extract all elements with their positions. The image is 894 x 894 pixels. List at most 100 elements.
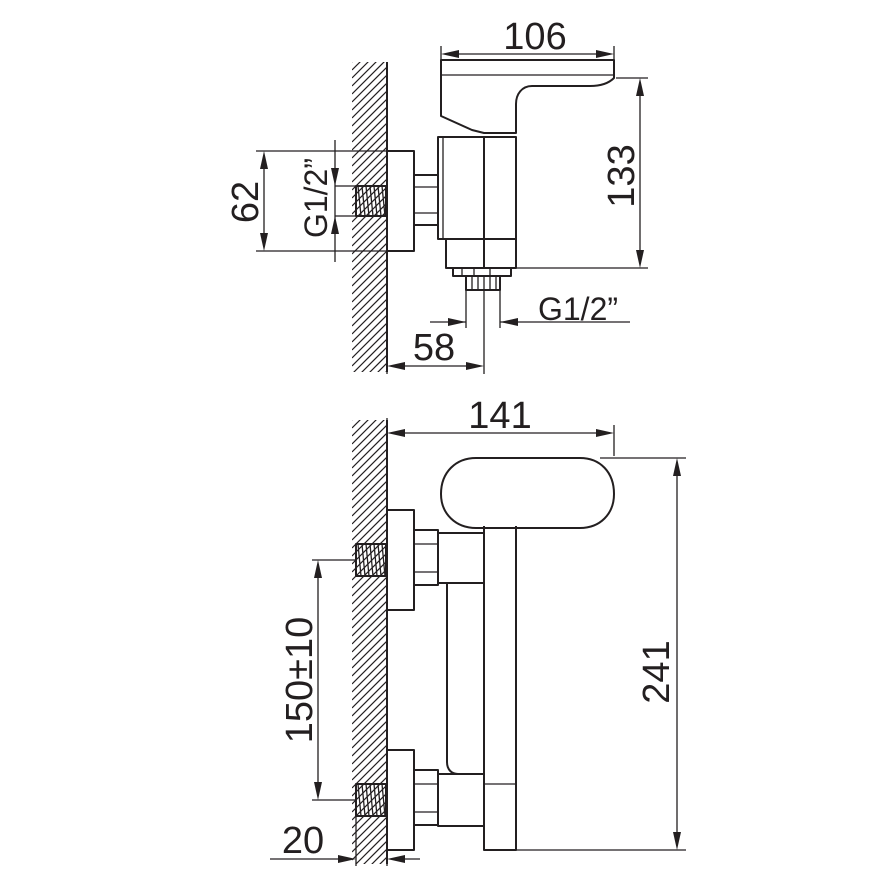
hatch-line: [352, 113, 388, 151]
hatch-line: [352, 567, 388, 605]
hatch-line: [352, 129, 388, 167]
thread-line: [361, 784, 366, 816]
hatch-line: [352, 687, 388, 725]
lower-flange: [386, 749, 415, 851]
hatch-line: [352, 639, 388, 677]
hatch-line: [352, 439, 388, 477]
thread-line: [377, 186, 382, 216]
hatch-line: [352, 73, 388, 111]
hatch-line: [352, 695, 388, 733]
hatch-line: [352, 591, 388, 629]
lever-handle-front: [440, 457, 615, 529]
hatch-line: [352, 511, 388, 549]
hatch-line: [352, 313, 388, 351]
hatch-line: [352, 807, 388, 845]
hatch-line: [352, 615, 388, 653]
thread-line: [369, 784, 374, 816]
hatch-line: [352, 241, 388, 279]
hatch-line: [352, 420, 377, 445]
hatch-line: [352, 329, 388, 367]
hatch-line: [363, 839, 388, 864]
thread-line: [381, 784, 386, 816]
hatch-line: [352, 703, 388, 741]
dim-106-label: 106: [503, 16, 566, 58]
outlet-thread-label: G1/2”: [538, 291, 618, 327]
thread-line: [357, 186, 362, 216]
hatch-line: [352, 775, 388, 813]
thread-line: [357, 544, 362, 576]
hatch-line: [352, 799, 388, 837]
hatch-line: [352, 599, 388, 637]
dim-20-label: 20: [282, 820, 324, 862]
valve-body-front: [483, 526, 517, 851]
body-lower-side: [445, 239, 517, 269]
hatch-line: [352, 321, 388, 359]
hatch-line: [352, 679, 388, 717]
upper-nut: [413, 529, 439, 586]
hatch-line: [352, 743, 388, 781]
hatch-line: [352, 153, 388, 191]
hatch-line: [352, 479, 388, 517]
thread-line: [369, 544, 374, 576]
thread-line: [369, 186, 374, 216]
connecting-pipe: [446, 583, 484, 775]
hatch-line: [352, 671, 388, 709]
thread-line: [373, 544, 378, 576]
thread-line: [361, 544, 366, 576]
hatch-line: [352, 447, 388, 485]
hatch-line: [352, 177, 388, 215]
dim-150-label: 150±10: [279, 617, 321, 744]
hatch-line: [352, 281, 388, 319]
hatch-line: [352, 420, 361, 429]
hatch-line: [352, 575, 388, 613]
thread-line: [377, 544, 382, 576]
hatch-line: [352, 623, 388, 661]
inlet-thread-label: G1/2”: [298, 158, 334, 238]
thread-line: [373, 186, 378, 216]
hatch-line: [352, 81, 388, 119]
hatch-line: [387, 863, 388, 864]
hatch-line: [352, 62, 361, 71]
hatch-line: [352, 711, 388, 749]
thread-line: [381, 544, 386, 576]
hatch-line: [352, 551, 388, 589]
hatch-line: [352, 647, 388, 685]
dim-62-label: 62: [225, 181, 267, 223]
hatch-line: [355, 831, 388, 864]
hatch-line: [352, 431, 388, 469]
hatch-line: [352, 663, 388, 701]
dim-58-label: 58: [413, 327, 455, 369]
hatch-line: [352, 535, 388, 573]
hatch-line: [352, 751, 388, 789]
flange-side: [386, 150, 415, 252]
thread-line: [373, 784, 378, 816]
hatch-line: [352, 225, 388, 263]
hatch-line: [352, 487, 388, 525]
nut-side: [413, 174, 439, 226]
hatch-line: [352, 455, 388, 493]
thread-line: [361, 186, 366, 216]
hatch-line: [352, 719, 388, 757]
hatch-line: [361, 345, 388, 372]
hatch-line: [352, 503, 388, 541]
lower-arm: [437, 773, 485, 827]
wall-hatch-bottom: [352, 420, 388, 864]
hatch-line: [352, 105, 388, 143]
hatch-line: [352, 273, 388, 311]
hatch-line: [352, 727, 388, 765]
hatch-line: [352, 201, 388, 239]
hatch-line: [352, 257, 388, 295]
hatch-line: [379, 855, 388, 864]
hatch-line: [352, 420, 369, 437]
hatch-line: [352, 420, 385, 453]
valve-body-side: [437, 136, 517, 240]
outlet-thread-side: [465, 275, 501, 291]
hatch-line: [352, 265, 388, 303]
hatch-line: [352, 193, 388, 231]
thread-line: [365, 186, 370, 216]
upper-flange: [386, 509, 415, 611]
lower-nut: [413, 769, 439, 826]
thread-line: [381, 186, 386, 216]
hatch-line: [352, 815, 388, 853]
hatch-line: [352, 289, 388, 327]
